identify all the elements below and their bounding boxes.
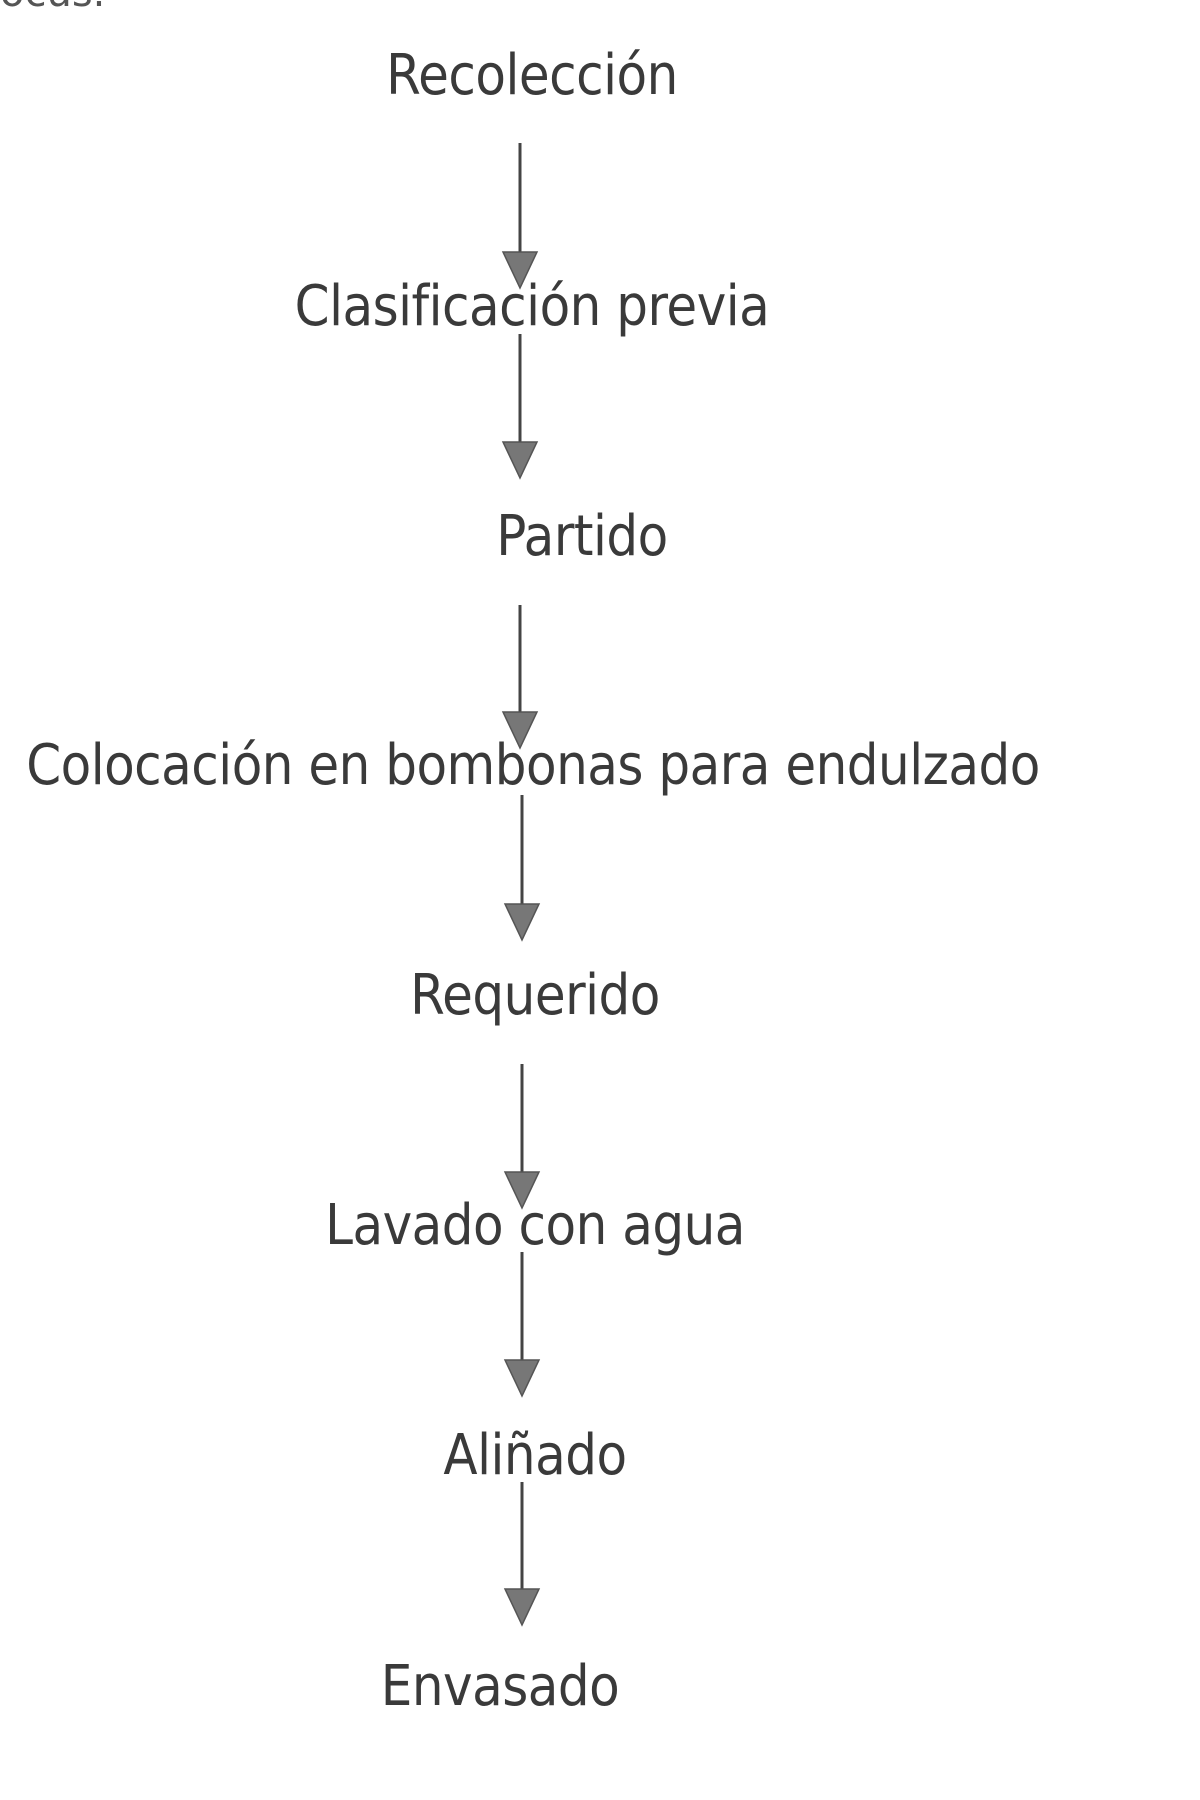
flow-arrow-3: [501, 605, 539, 750]
step-label-6: Lavado con agua: [325, 1192, 745, 1258]
flow-arrow-4: [503, 795, 541, 942]
arrow-head: [501, 711, 539, 750]
arrow-head: [501, 441, 539, 480]
step-label-7: Aliñado: [443, 1422, 627, 1488]
flow-arrow-1: [501, 143, 539, 290]
arrow-head: [503, 903, 541, 942]
step-label-2: Clasificación previa: [294, 273, 770, 339]
arrow-head: [503, 1588, 541, 1627]
flow-arrow-5: [503, 1064, 541, 1210]
flow-arrow-2: [501, 334, 539, 480]
arrow-head: [503, 1171, 541, 1210]
step-label-3: Partido: [496, 503, 668, 569]
step-label-8: Envasado: [380, 1653, 620, 1719]
arrow-head: [501, 251, 539, 290]
corner-text-fragment: ocus.: [0, 0, 105, 16]
flow-arrow-6: [503, 1252, 541, 1398]
step-label-5: Requerido: [410, 962, 660, 1028]
step-label-4: Colocación en bombonas para endulzado: [26, 732, 1040, 798]
step-label-1: Recolección: [386, 42, 678, 108]
arrow-head: [503, 1359, 541, 1398]
flow-arrow-7: [503, 1482, 541, 1627]
